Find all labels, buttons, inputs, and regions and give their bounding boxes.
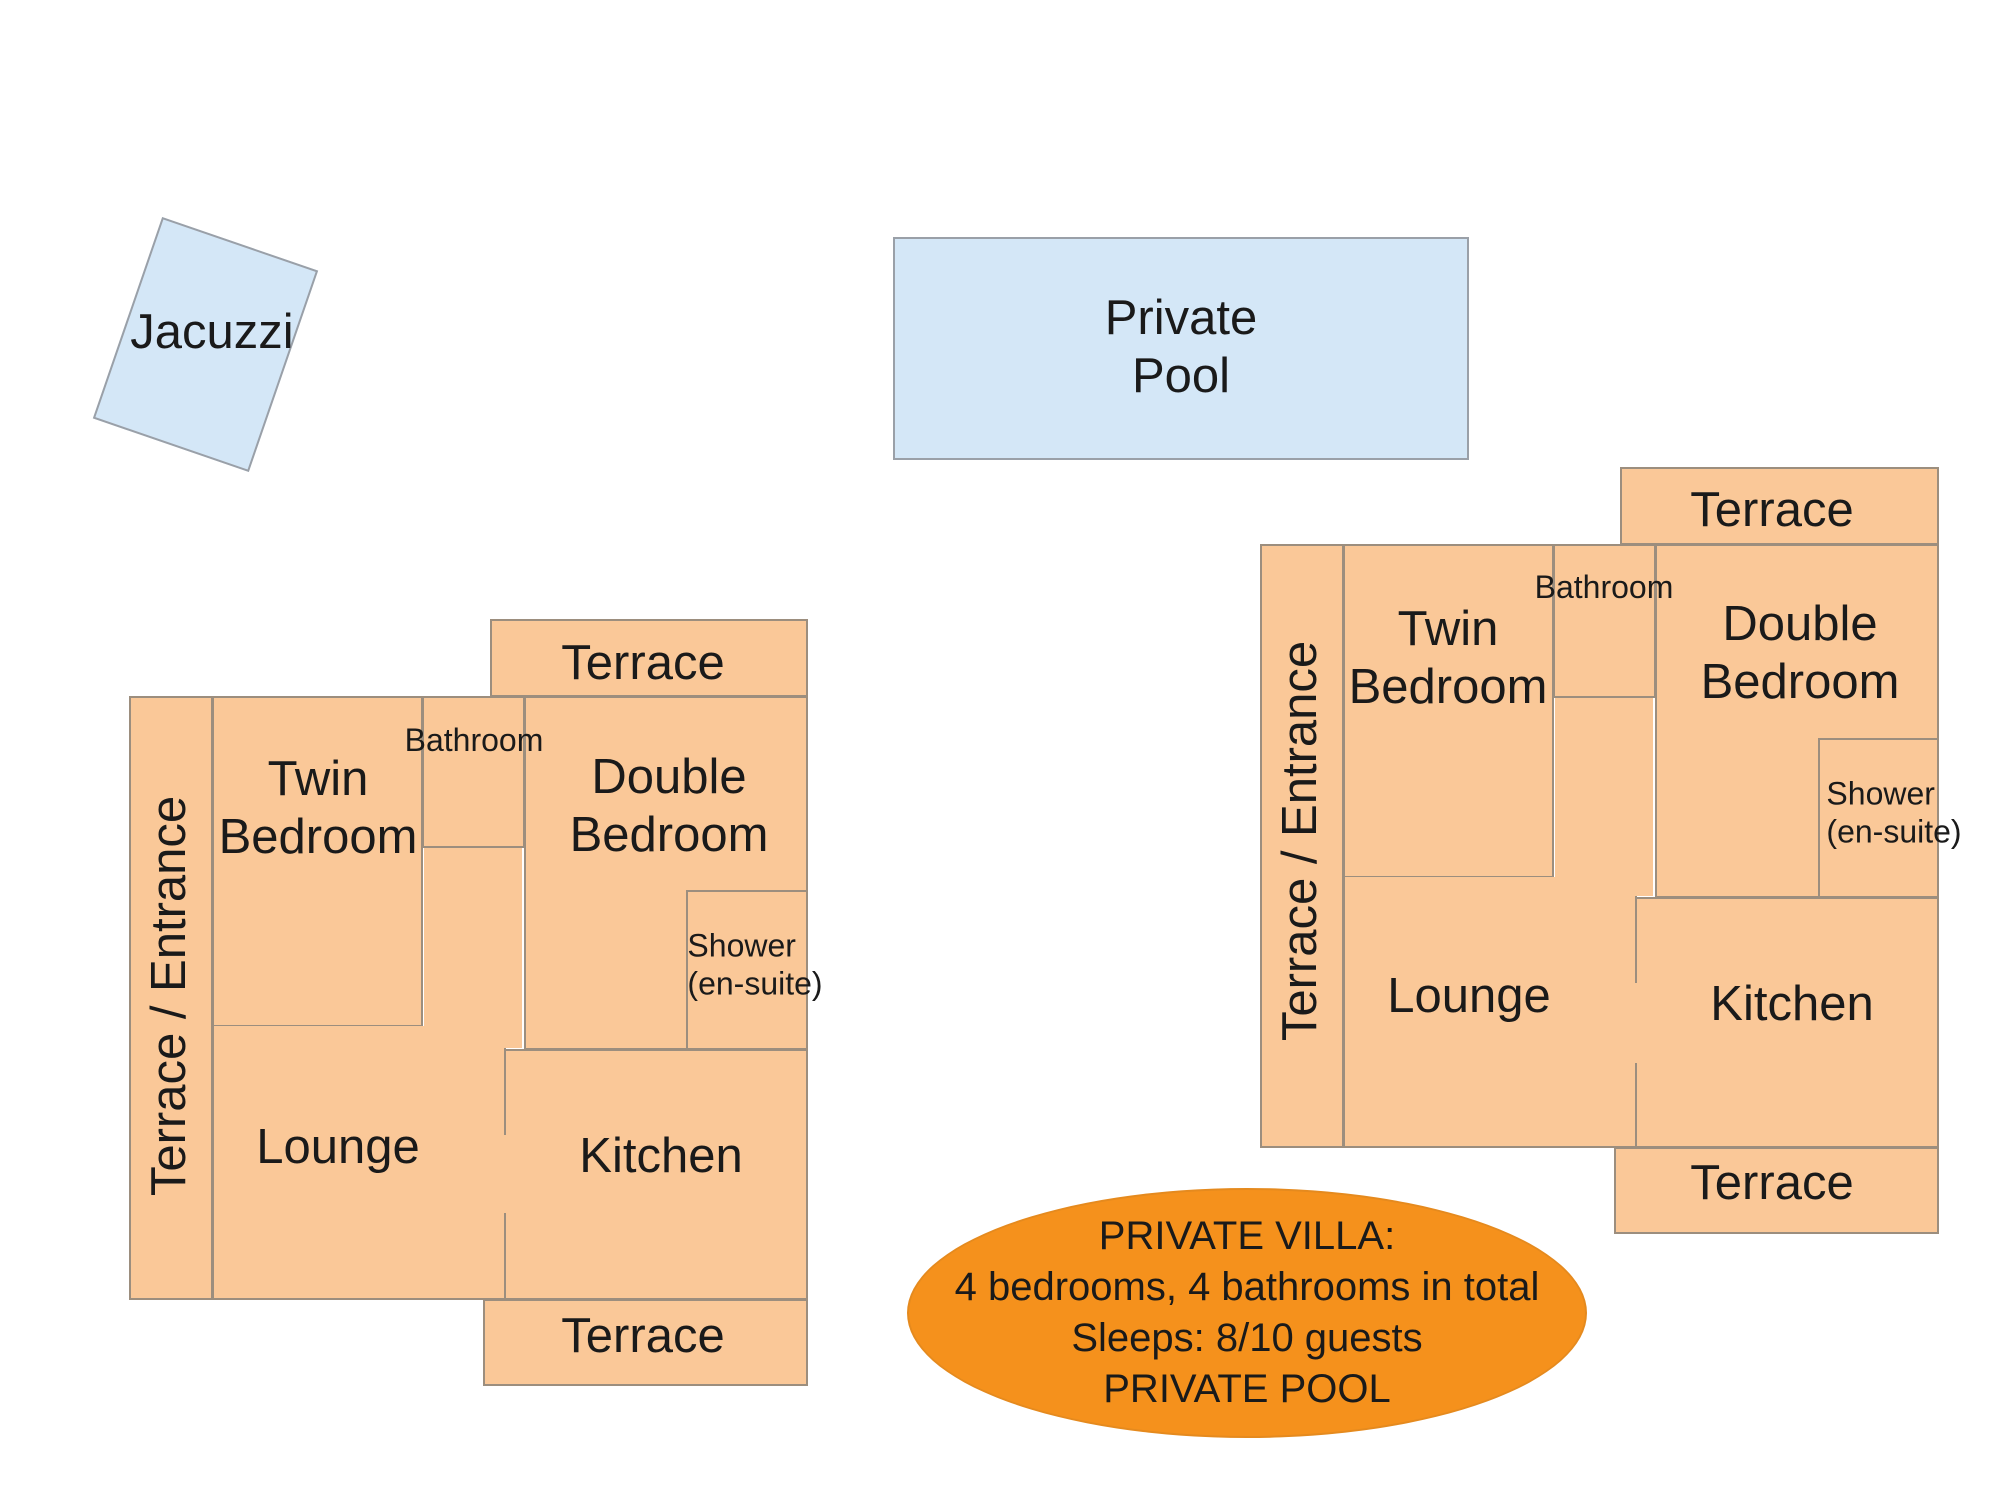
right-lounge — [1343, 877, 1637, 1148]
left-double-line2: Bedroom — [569, 808, 769, 862]
right-twin-line1: Twin — [1397, 602, 1499, 657]
right-lounge-label: Lounge — [1387, 969, 1551, 1024]
left-terrace-entrance-label: Terrace / Entrance — [142, 795, 197, 1197]
private-pool — [893, 237, 1469, 460]
right-kitchen-door-gap — [1634, 983, 1639, 1063]
summary-line4: PRIVATE POOL — [1103, 1367, 1391, 1412]
left-terrace-top — [490, 619, 808, 697]
summary-line1: PRIVATE VILLA: — [1098, 1213, 1396, 1258]
right-kitchen-label: Kitchen — [1710, 977, 1874, 1032]
left-hall-cover — [424, 848, 522, 1048]
left-shower-label: Shower (en-suite) — [687, 927, 822, 1003]
left-lounge-label: Lounge — [256, 1120, 420, 1175]
left-twin-bedroom — [212, 696, 423, 1027]
right-shower-line1: Shower — [1826, 775, 1935, 812]
villa-summary-badge: PRIVATE VILLA: 4 bedrooms, 4 bathrooms i… — [907, 1188, 1587, 1438]
right-terrace-entrance-label: Terrace / Entrance — [1273, 640, 1328, 1042]
left-twin-line1: Twin — [267, 752, 369, 807]
left-shower-line1: Shower — [687, 927, 796, 964]
left-terrace-top-label: Terrace — [561, 636, 725, 691]
right-terrace-top-label: Terrace — [1690, 483, 1854, 538]
right-bathroom-label: Bathroom — [1534, 569, 1674, 606]
right-terrace-bottom-label: Terrace — [1690, 1156, 1854, 1211]
left-bathroom-label: Bathroom — [404, 722, 544, 759]
pool-label: Private Pool — [1105, 290, 1258, 406]
right-terrace-bottom — [1614, 1147, 1939, 1234]
left-terrace-entrance — [129, 696, 213, 1300]
right-hall-cover — [1555, 698, 1653, 896]
left-twin-bedroom-label: Twin Bedroom — [219, 751, 418, 867]
right-double-bedroom-label: Double Bedroom — [1701, 596, 1900, 712]
pool-label-line1: Private — [1104, 291, 1258, 346]
right-terrace-top — [1620, 467, 1939, 545]
left-terrace-bottom — [483, 1299, 808, 1386]
right-twin-bedroom-label: Twin Bedroom — [1349, 601, 1548, 717]
right-twin-line2: Bedroom — [1348, 660, 1548, 714]
right-double-line1: Double — [1722, 597, 1878, 652]
left-bathroom — [422, 696, 525, 848]
left-double-bedroom-label: Double Bedroom — [570, 749, 769, 865]
left-shower-line2: (en-suite) — [687, 965, 823, 1001]
jacuzzi-label: Jacuzzi — [130, 305, 294, 360]
right-shower-line2: (en-suite) — [1826, 813, 1962, 849]
left-twin-line2: Bedroom — [218, 810, 418, 864]
left-shower — [686, 890, 808, 1050]
summary-line3: Sleeps: 8/10 guests — [1071, 1316, 1423, 1360]
left-terrace-bottom-label: Terrace — [561, 1309, 725, 1364]
right-double-line2: Bedroom — [1700, 655, 1900, 709]
pool-label-line2: Pool — [1131, 349, 1231, 403]
left-kitchen-door-gap — [503, 1135, 508, 1213]
right-bathroom — [1553, 544, 1656, 698]
right-terrace-entrance — [1260, 544, 1344, 1148]
right-shower-label: Shower (en-suite) — [1826, 775, 1961, 851]
summary-line2: 4 bedrooms, 4 bathrooms in total — [954, 1264, 1540, 1309]
right-shower — [1818, 738, 1939, 898]
left-double-line1: Double — [591, 750, 747, 805]
right-kitchen — [1635, 897, 1939, 1148]
left-kitchen-label: Kitchen — [579, 1129, 743, 1184]
left-kitchen — [504, 1049, 808, 1300]
